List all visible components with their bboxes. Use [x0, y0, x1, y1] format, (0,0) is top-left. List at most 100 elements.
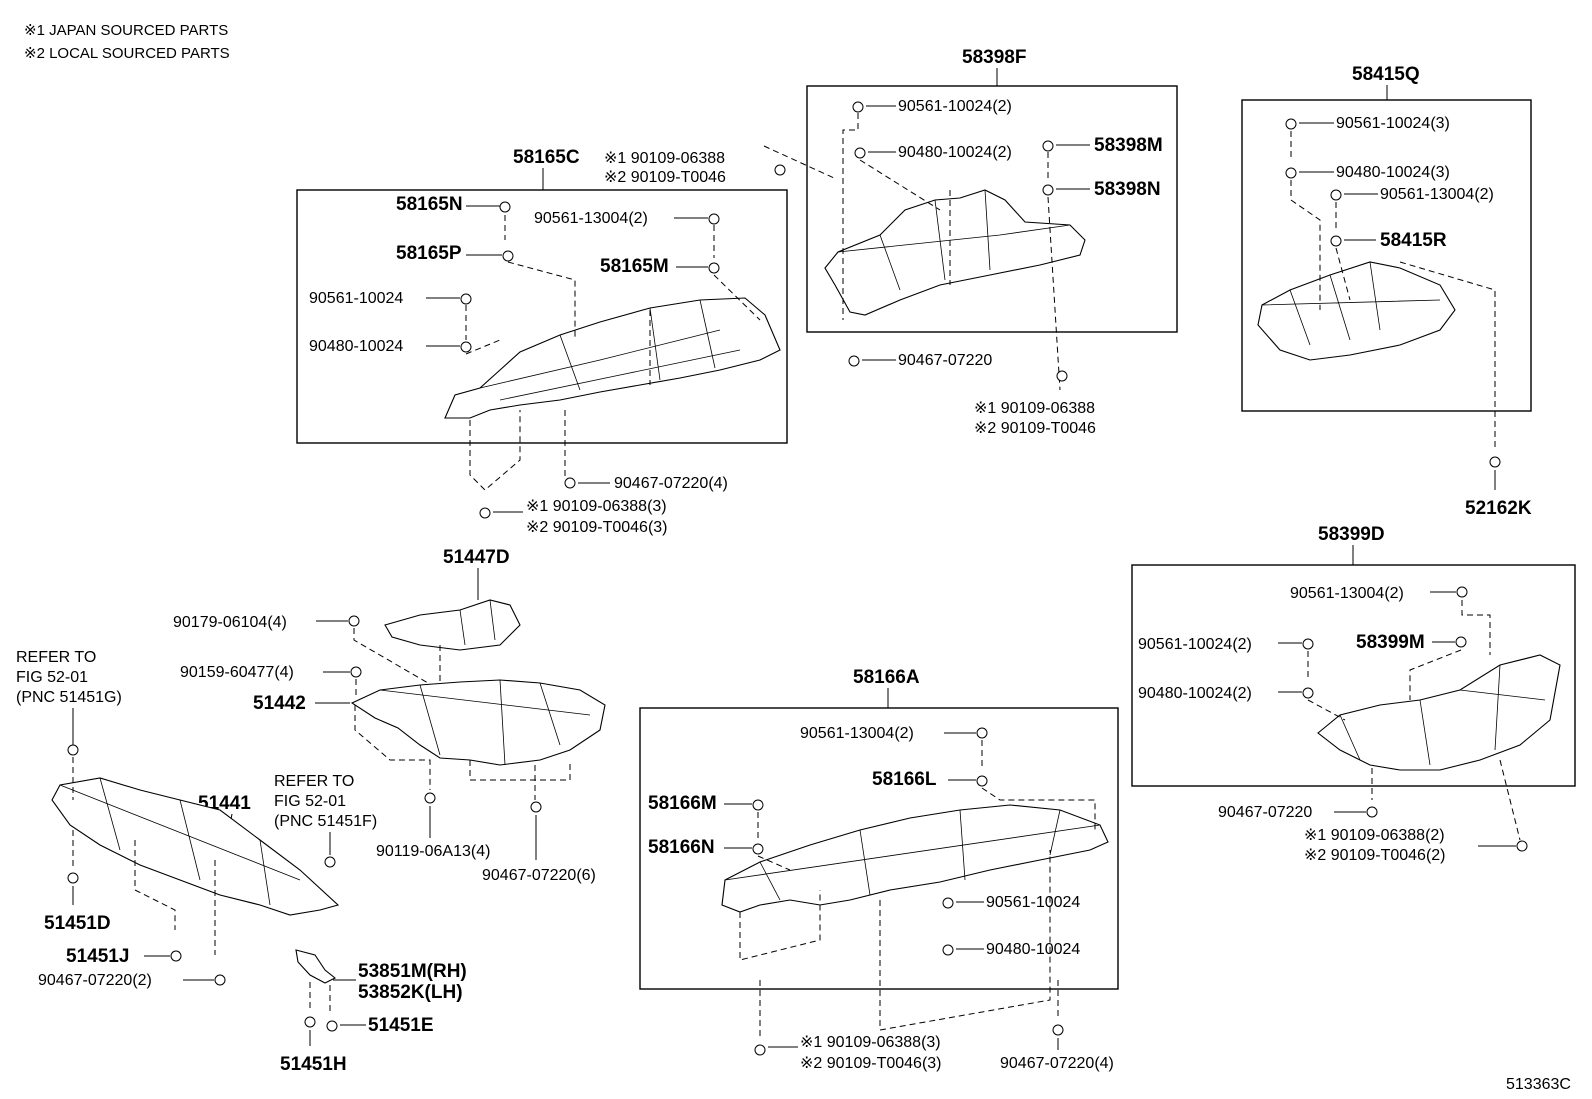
callout-58415Q-90561-10024[interactable]: 90561-10024(3) [1336, 115, 1450, 132]
part-58399M[interactable]: 58399M [1356, 632, 1425, 653]
part-51447D[interactable]: 51447D [443, 547, 510, 568]
part-58166L[interactable]: 58166L [872, 769, 937, 790]
callout-58399D-s2[interactable]: ※2 90109-T0046(2) [1304, 847, 1446, 864]
group-58166A: 58166A 90561-13004(2) 58166L 58166M 5816… [639, 667, 1119, 1072]
front-floor-undercover-shape [444, 297, 781, 419]
callout-58166A-s2[interactable]: ※2 90109-T0046(3) [800, 1055, 942, 1072]
nut-icon [502, 250, 514, 262]
group-front-undercover: 51447D 90179-06104(4) 90159-60477(4) 514… [16, 547, 606, 1075]
callout-58166A-90480[interactable]: 90480-10024 [986, 941, 1080, 958]
group-title-58398F[interactable]: 58398F [962, 47, 1026, 68]
clip-icon [499, 201, 511, 213]
nut-icon [708, 262, 720, 274]
callout-58415Q-90561-13004[interactable]: 90561-13004(2) [1380, 186, 1494, 203]
callout-58398F-s2[interactable]: ※2 90109-T0046 [974, 420, 1096, 437]
part-51451J[interactable]: 51451J [66, 946, 129, 967]
callout-front-90467-2[interactable]: 90467-07220(2) [38, 972, 152, 989]
group-58399D: 58399D 90561-13004(2) 90561-10024(2) 583… [1131, 524, 1576, 864]
part-53851M[interactable]: 53851M(RH) [358, 961, 467, 982]
callout-58165C-90561-10024[interactable]: 90561-10024 [309, 290, 403, 307]
clip-icon [708, 213, 720, 225]
screw-icon [1516, 840, 1528, 852]
nut-icon [1330, 235, 1342, 247]
part-51451E[interactable]: 51451E [368, 1015, 434, 1036]
group-58415Q: 58415Q 90561-10024(3) 90480-10024(3) 905… [1241, 64, 1532, 519]
callout-58398F-90467[interactable]: 90467-07220 [898, 352, 992, 369]
part-58165P[interactable]: 58165P [396, 243, 462, 264]
callout-58398F-90480[interactable]: 90480-10024(2) [898, 144, 1012, 161]
clip-icon [460, 293, 472, 305]
callout-58398F-s1[interactable]: ※1 90109-06388 [974, 400, 1095, 417]
group-58398F: 58398F 90561-10024(2) 90480-10024(2) 583… [806, 47, 1178, 437]
clip-icon [848, 355, 860, 367]
callout-front-90119[interactable]: 90119-06A13(4) [376, 843, 490, 860]
group-title-58166A[interactable]: 58166A [853, 667, 920, 688]
callout-58166A-90561-13004[interactable]: 90561-13004(2) [800, 725, 914, 742]
note-japan-sourced: ※1 JAPAN SOURCED PARTS [24, 22, 228, 39]
group-box-58399D [1131, 564, 1576, 787]
part-58165M[interactable]: 58165M [600, 256, 669, 277]
refer-51451F-line2: FIG 52-01 [274, 793, 346, 810]
clip-icon [1330, 189, 1342, 201]
group-title-58399D[interactable]: 58399D [1318, 524, 1385, 545]
callout-front-90467-6[interactable]: 90467-07220(6) [482, 867, 596, 884]
callout-58165C-90561-13004[interactable]: 90561-13004(2) [534, 210, 648, 227]
callout-58165C-90480-10024[interactable]: 90480-10024 [309, 338, 403, 355]
center-floor-undercover-shape [721, 804, 1109, 913]
callout-58166A-90467[interactable]: 90467-07220(4) [1000, 1055, 1114, 1072]
part-58398M[interactable]: 58398M [1094, 135, 1163, 156]
callout-58399D-s1[interactable]: ※1 90109-06388(2) [1304, 827, 1445, 844]
refer-51451F-line3[interactable]: (PNC 51451F) [274, 813, 377, 830]
screw-icon [170, 950, 182, 962]
seal-53851M-shape [295, 949, 337, 984]
part-51451H[interactable]: 51451H [280, 1054, 347, 1075]
screw-icon [754, 1044, 766, 1056]
refer-51451G-line3[interactable]: (PNC 51451G) [16, 689, 122, 706]
clip-icon [1302, 638, 1314, 650]
callout-58399D-90467[interactable]: 90467-07220 [1218, 804, 1312, 821]
part-58166M[interactable]: 58166M [648, 793, 717, 814]
clip-icon [1456, 586, 1468, 598]
side-undercover-shape [1257, 261, 1456, 361]
nut-icon [1285, 167, 1297, 179]
screw-icon [424, 792, 436, 804]
callout-front-90179[interactable]: 90179-06104(4) [173, 614, 287, 631]
part-53852K[interactable]: 53852K(LH) [358, 982, 463, 1003]
nut-icon [752, 843, 764, 855]
part-58415R[interactable]: 58415R [1380, 230, 1447, 251]
part-58165N[interactable]: 58165N [396, 194, 463, 215]
callout-58399D-90561-10024[interactable]: 90561-10024(2) [1138, 636, 1252, 653]
clip-icon [1285, 118, 1297, 130]
callout-58399D-90480[interactable]: 90480-10024(2) [1138, 685, 1252, 702]
part-58166N[interactable]: 58166N [648, 837, 715, 858]
group-box-58165C [296, 189, 788, 444]
part-58398N[interactable]: 58398N [1094, 179, 1161, 200]
callout-58398F-90561[interactable]: 90561-10024(2) [898, 98, 1012, 115]
figure-id: 513363C [1506, 1076, 1571, 1093]
callout-58165C-top-s1[interactable]: ※1 90109-06388 [604, 150, 725, 167]
screw-icon [1056, 370, 1068, 382]
screw-icon [350, 666, 362, 678]
callout-58165C-s1[interactable]: ※1 90109-06388(3) [526, 498, 667, 515]
group-title-58165C[interactable]: 58165C [513, 147, 580, 168]
callout-58165C-90467-07220[interactable]: 90467-07220(4) [614, 475, 728, 492]
rear-floor-undercover-shape [824, 189, 1086, 316]
callout-58165C-s2[interactable]: ※2 90109-T0046(3) [526, 519, 668, 536]
part-51442[interactable]: 51442 [253, 693, 306, 714]
group-title-58415Q[interactable]: 58415Q [1352, 64, 1420, 85]
callout-58165C-top-s2[interactable]: ※2 90109-T0046 [604, 169, 726, 186]
nut-icon [1455, 636, 1467, 648]
note-local-sourced: ※2 LOCAL SOURCED PARTS [24, 45, 230, 62]
clip-icon [752, 799, 764, 811]
part-51451D[interactable]: 51451D [44, 913, 111, 934]
cover-51447D-shape [384, 599, 521, 651]
clip-icon [324, 856, 336, 868]
callout-58166A-90561-10024[interactable]: 90561-10024 [986, 894, 1080, 911]
callout-front-90159[interactable]: 90159-60477(4) [180, 664, 294, 681]
callout-58399D-90561-13004[interactable]: 90561-13004(2) [1290, 585, 1404, 602]
callout-58166A-s1[interactable]: ※1 90109-06388(3) [800, 1034, 941, 1051]
group-box-58415Q [1241, 99, 1532, 412]
group-box-58398F [806, 85, 1178, 333]
callout-58415Q-90480[interactable]: 90480-10024(3) [1336, 164, 1450, 181]
part-52162K[interactable]: 52162K [1465, 498, 1532, 519]
